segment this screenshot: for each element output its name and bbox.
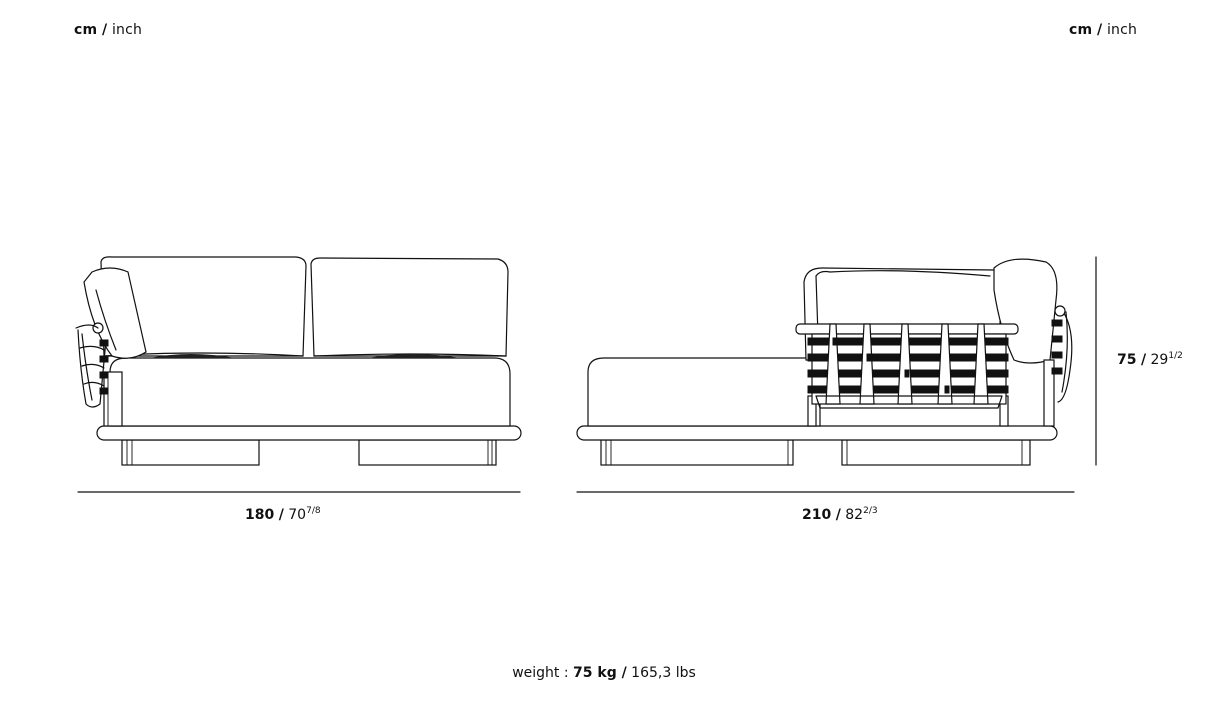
front-base [96, 425, 522, 441]
front-seat [109, 357, 511, 427]
side-foot-right [841, 439, 1031, 466]
front-back-cushion-left [100, 256, 307, 357]
height-dimension-label: 75 / 291/2 [1117, 351, 1183, 368]
front-woven-arm [75, 322, 109, 408]
side-base [576, 425, 1058, 441]
weight-prefix: weight : [512, 665, 569, 681]
unit-separator: / [101, 22, 108, 38]
unit-inch-label: inch [111, 22, 143, 38]
unit-cm-label: cm [1069, 22, 1093, 38]
depth-inch: 82 [845, 507, 864, 523]
weight-kg: 75 kg / [573, 665, 627, 681]
depth-separator: / [835, 507, 841, 523]
side-woven-panel [807, 323, 1009, 409]
weight-label: weight : 75 kg / 165,3 lbs [0, 665, 1208, 681]
height-cm: 75 [1117, 352, 1137, 368]
height-inch: 29 [1150, 352, 1169, 368]
unit-legend-left: cm / inch [74, 22, 142, 38]
depth-inch-fraction: 2/3 [863, 506, 878, 516]
side-foot-left [600, 439, 794, 466]
weight-lbs: 165,3 lbs [631, 665, 696, 681]
front-foot-right [358, 439, 497, 466]
depth-cm: 210 [802, 507, 832, 523]
height-separator: / [1140, 352, 1147, 368]
unit-cm-label: cm [74, 22, 98, 38]
side-woven-arm [1051, 305, 1073, 403]
width-inch: 70 [288, 507, 307, 523]
width-cm: 180 [245, 507, 275, 523]
unit-legend-right: cm / inch [1069, 22, 1137, 38]
width-separator: / [278, 507, 284, 523]
front-back-cushion-right [310, 257, 509, 357]
unit-inch-label: inch [1106, 22, 1138, 38]
front-foot-left [121, 439, 260, 466]
depth-dimension-label: 210 / 822/3 [802, 506, 878, 523]
width-dimension-label: 180 / 707/8 [245, 506, 321, 523]
side-view [576, 258, 1073, 466]
height-inch-fraction: 1/2 [1168, 351, 1183, 361]
width-inch-fraction: 7/8 [306, 506, 321, 516]
front-view [75, 256, 522, 466]
front-side-pillow [83, 267, 147, 359]
unit-separator: / [1096, 22, 1103, 38]
side-seat [587, 357, 821, 427]
